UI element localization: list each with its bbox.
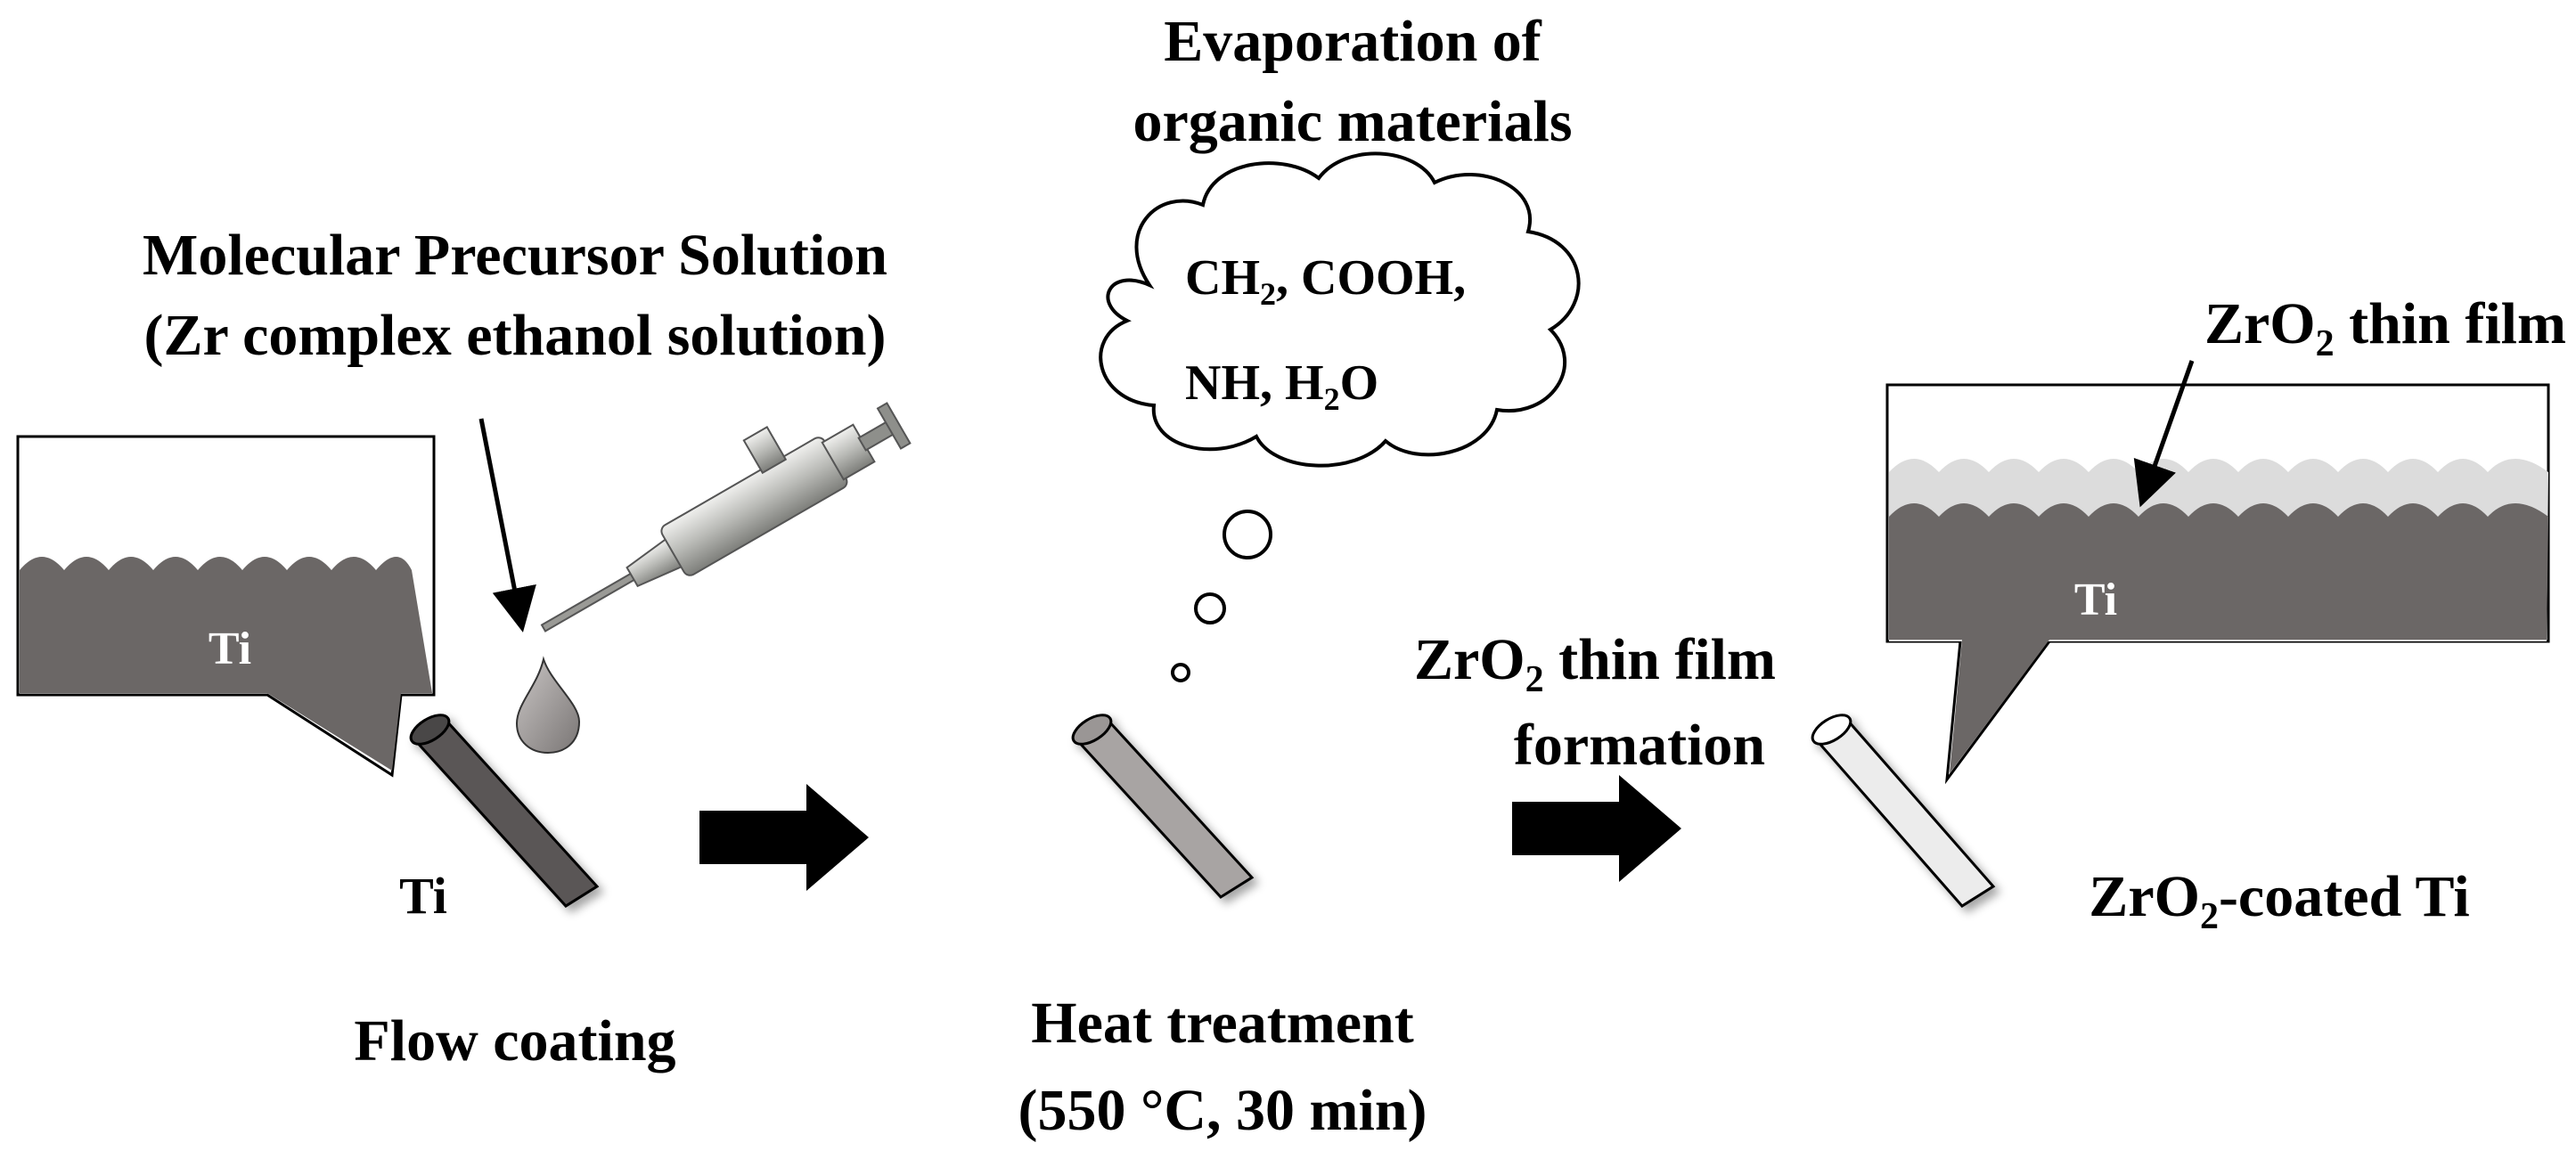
pipette-icon (540, 402, 912, 633)
thin-film-pointer-arrow-icon (2133, 360, 2195, 508)
cloud-line1: CH2, COOH, (1185, 250, 1466, 312)
cloud-line2: NH, H2O (1185, 355, 1378, 417)
droplet-icon (515, 656, 581, 755)
film-formation-label-line2: formation (1514, 713, 1765, 778)
ti-surface-inset: Ti (16, 435, 436, 778)
heat-treatment-label-line2: (550 °C, 30 min) (1018, 1078, 1427, 1143)
thin-film-label: ZrO2 thin film (2204, 291, 2566, 364)
ti-rod (409, 714, 600, 908)
evaporation-label-line1: Evaporation of (1164, 9, 1542, 74)
coated-surface-inset: Ti (1885, 383, 2550, 785)
flow-coating-label: Flow coating (354, 1008, 675, 1073)
process-arrow-icon (1512, 775, 1681, 882)
ti-inset-label: Ti (209, 624, 251, 674)
coated-rod (1811, 714, 1996, 908)
evaporation-label-line2: organic materials (1133, 89, 1572, 154)
precursor-label-line2: (Zr complex ethanol solution) (144, 303, 887, 368)
ti-substrate (20, 557, 432, 771)
process-arrow-icon (699, 784, 869, 891)
ti-rod-label: Ti (399, 867, 447, 925)
heated-rod (1071, 714, 1255, 899)
thought-cloud-icon (1099, 151, 1581, 682)
ti-substrate-right (1889, 503, 2548, 773)
coated-ti-label: ZrO2-coated Ti (2089, 864, 2469, 937)
pointer-arrow-icon (478, 418, 536, 633)
film-formation-label-line1: ZrO2 thin film (1414, 627, 1776, 700)
heat-treatment-label-line1: Heat treatment (1031, 991, 1413, 1056)
precursor-label-line1: Molecular Precursor Solution (143, 223, 887, 288)
ti-inset-right-label: Ti (2074, 575, 2117, 625)
